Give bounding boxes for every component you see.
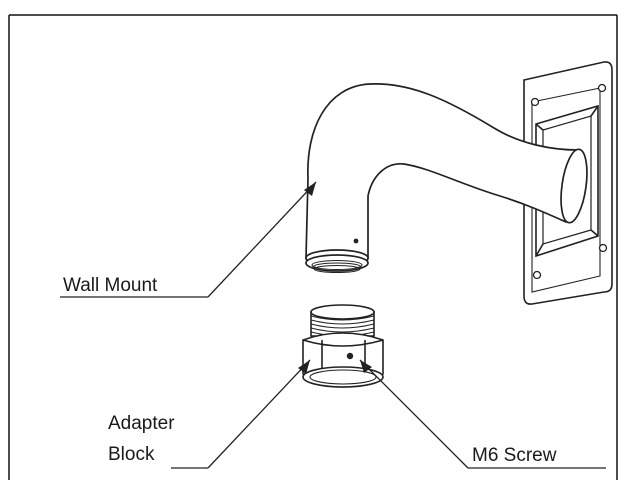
label-adapter-block-line2: Block xyxy=(108,444,155,465)
adapter-block xyxy=(302,304,384,388)
wall-mount xyxy=(305,83,588,273)
diagram-frame xyxy=(8,14,618,480)
label-adapter-block-line1: Adapter xyxy=(108,413,175,434)
label-wall-mount: Wall Mount xyxy=(63,275,158,296)
mount-hole xyxy=(353,238,359,244)
leader-arrowheads xyxy=(298,182,372,374)
label-m6-screw: M6 Screw xyxy=(472,445,557,466)
m6-screw-hole xyxy=(346,352,354,360)
wall-plate-holes xyxy=(530,83,608,280)
leader-lines xyxy=(60,181,606,469)
